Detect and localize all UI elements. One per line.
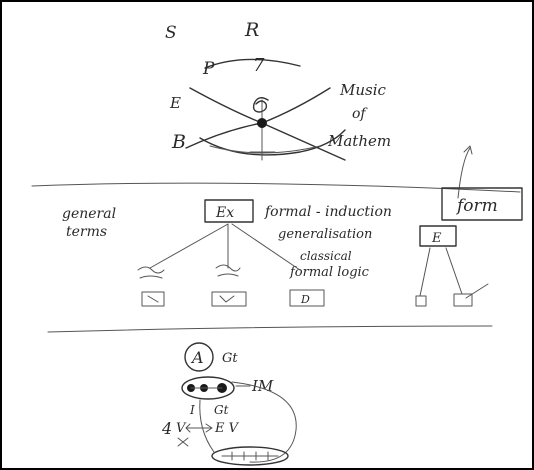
oval-molecule (181, 376, 235, 400)
label-formal-induction: formal - induction (264, 204, 392, 220)
label-7: 7 (253, 55, 265, 76)
leaf-box-1 (141, 291, 165, 307)
top-diagram: S R P 7 E B Music of Mathem (165, 19, 391, 161)
label-b: B (171, 131, 186, 153)
edge-e-left (419, 247, 431, 297)
box-ex (204, 199, 254, 223)
center-dot (257, 118, 267, 128)
bottom-diagram: A Gt IM I Gt 4 V E V (161, 342, 297, 466)
box-e (419, 225, 457, 247)
label-e: E (169, 94, 181, 112)
label-gt-mid: Gt (214, 403, 229, 417)
label-of: of (352, 106, 368, 122)
center-spiral (252, 97, 269, 113)
branch-left (149, 223, 229, 269)
label-music: Music (339, 81, 387, 99)
label-mathem: Mathem (327, 132, 391, 150)
label-r: R (244, 19, 259, 41)
box-form (441, 187, 523, 221)
loop-right (231, 381, 297, 463)
label-i: I (189, 403, 195, 417)
box-form-label: form (455, 196, 498, 216)
label-s: S (165, 23, 177, 43)
label-gt-top: Gt (222, 351, 238, 366)
oval-bottom-marks (221, 451, 279, 461)
connector-down (199, 399, 215, 453)
label-general: general (62, 206, 116, 222)
box-ex-label: Ex (215, 205, 234, 221)
leaf-right-1 (415, 295, 427, 307)
leaf-box-3 (289, 289, 325, 307)
arrow-v-ev (185, 423, 213, 433)
middle-diagram: general terms Ex formal - induction gene… (62, 145, 523, 307)
circle-a-label: A (190, 348, 204, 367)
edge-e-right (445, 247, 463, 295)
top-arc (204, 58, 301, 69)
leaf-box-2 (211, 291, 247, 307)
branch-right (231, 223, 301, 271)
circle-a (184, 342, 214, 372)
label-classical: classical (300, 249, 352, 263)
label-4: 4 (161, 419, 172, 438)
box-e-label: E (431, 231, 442, 246)
divider-bottom (47, 325, 493, 333)
leaf-box-3-label: D (300, 293, 310, 306)
cross-left (177, 437, 189, 447)
label-p: P (202, 59, 215, 79)
node-left-scribble (137, 266, 165, 279)
bowl-base (209, 145, 321, 154)
label-generalisation: generalisation (278, 227, 372, 242)
label-v: V (176, 421, 187, 436)
arrow-up-curve (457, 145, 473, 199)
label-terms: terms (66, 224, 107, 240)
label-ev: E V (214, 421, 240, 436)
oval-bottom (211, 446, 289, 466)
node-mid-scribble (215, 264, 241, 277)
label-formal-logic: formal logic (289, 265, 370, 280)
leaf-right-2 (453, 283, 489, 307)
bowl-curve (199, 129, 346, 156)
